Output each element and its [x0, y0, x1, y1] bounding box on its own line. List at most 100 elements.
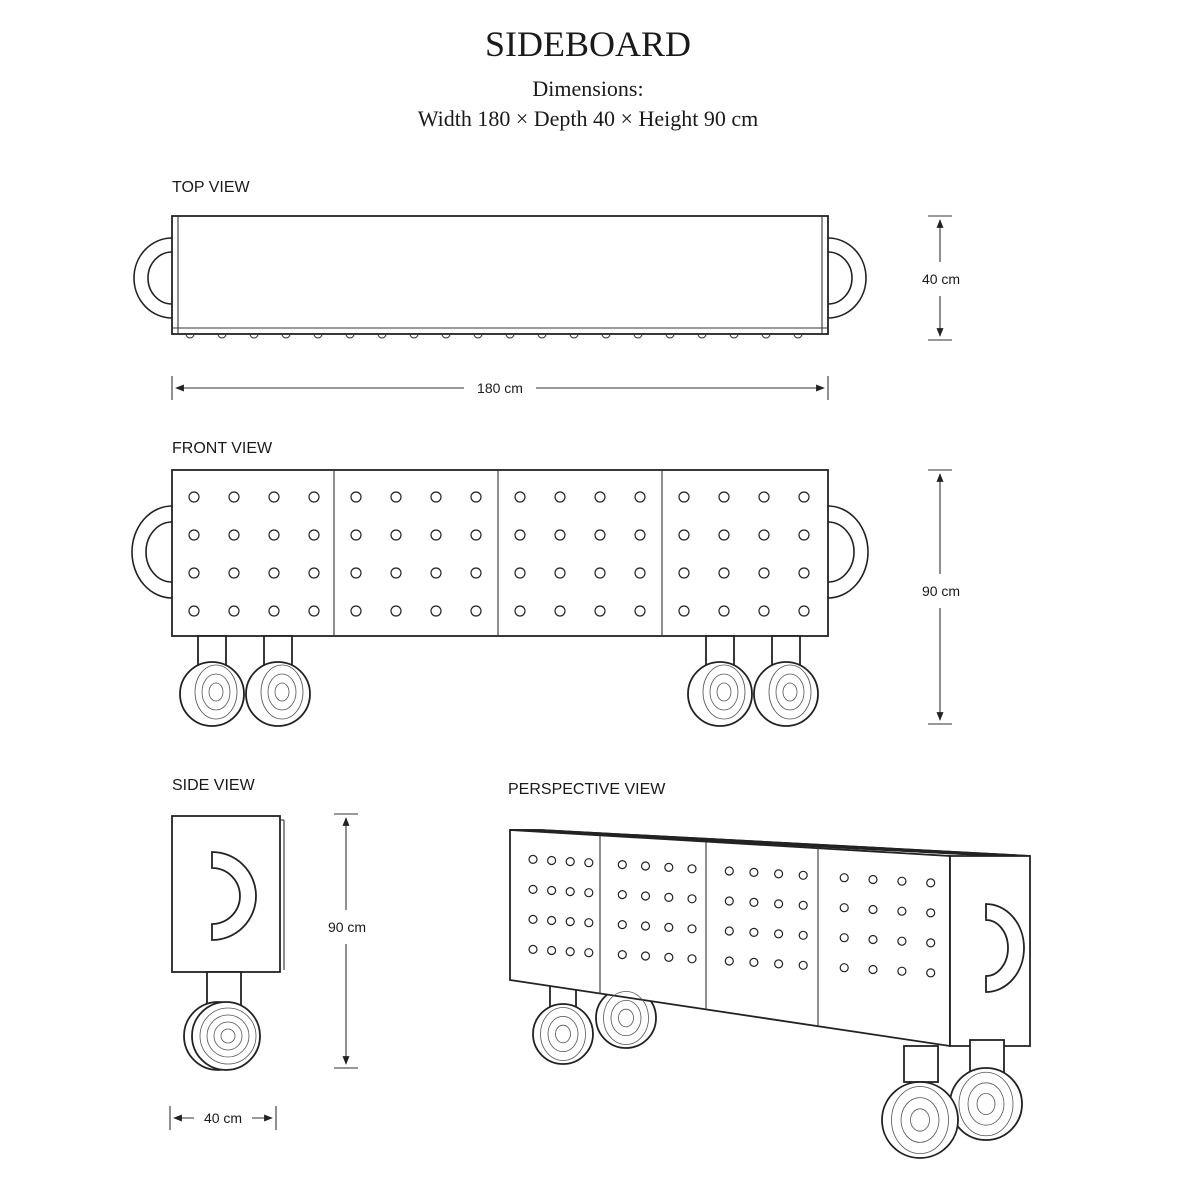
door-knob	[430, 605, 442, 617]
door-knob	[565, 946, 575, 957]
door-knob	[687, 894, 697, 904]
knob-tip	[537, 333, 547, 339]
door-knob	[350, 529, 362, 541]
knob-tip	[313, 333, 323, 339]
top-view-label: TOP VIEW	[172, 179, 251, 196]
top-depth-label: 40 cm	[922, 271, 960, 287]
door-knob	[514, 605, 526, 617]
top-width-label: 180 cm	[477, 380, 523, 396]
ball-foot	[245, 661, 311, 727]
knob-tip	[569, 333, 579, 339]
door-knob	[897, 966, 907, 976]
door-knob	[724, 956, 734, 966]
door-knob	[758, 529, 770, 541]
side-height-label: 90 cm	[328, 919, 366, 935]
wood-grain	[709, 673, 739, 711]
wood-grain	[199, 1007, 257, 1065]
wood-grain	[716, 682, 732, 702]
wood-grain	[213, 1021, 243, 1051]
door-knob	[584, 918, 594, 928]
door-knob	[897, 936, 907, 946]
door-knob	[228, 529, 240, 541]
door-knob	[678, 605, 690, 617]
door-knob	[514, 491, 526, 503]
door-knob	[546, 855, 557, 866]
door-knob	[749, 927, 759, 938]
door-knob	[554, 491, 566, 503]
door-knob	[798, 960, 808, 970]
wood-grain	[910, 1108, 930, 1132]
front-view-label: FRONT VIEW	[172, 440, 273, 457]
door-knob	[528, 944, 538, 955]
door-knob	[634, 491, 646, 503]
door-knob	[749, 867, 759, 878]
knob-tip	[441, 333, 451, 339]
wood-grain	[603, 991, 649, 1045]
door-knob	[350, 491, 362, 503]
door-knob	[798, 870, 808, 880]
wood-grain	[208, 682, 224, 702]
wood-grain	[702, 664, 746, 720]
door-knob	[798, 900, 808, 910]
wood-grain	[201, 673, 231, 711]
ball-foot	[753, 661, 819, 727]
ball-foot	[687, 661, 753, 727]
door-knob	[868, 874, 878, 885]
top-depth-dimension: 40 cm	[922, 215, 960, 341]
wood-grain	[900, 1097, 940, 1143]
door-knob	[546, 945, 557, 956]
wood-grain	[267, 673, 297, 711]
door-knob	[470, 567, 482, 579]
door-knob	[390, 529, 402, 541]
door-knob	[868, 934, 878, 945]
door-knob	[687, 924, 697, 934]
knob-tip	[697, 333, 707, 339]
wood-grain	[274, 682, 290, 702]
door-knob	[640, 921, 651, 931]
door-knob	[308, 491, 320, 503]
knob-tip	[185, 333, 195, 339]
knob-tip	[729, 333, 739, 339]
wood-grain	[555, 1024, 571, 1044]
wood-grain	[891, 1086, 949, 1154]
door-knob	[188, 491, 200, 503]
door-knob	[268, 605, 280, 617]
side-view-drawing	[171, 815, 285, 1071]
door-knob	[664, 892, 674, 903]
door-knob	[634, 529, 646, 541]
door-knob	[798, 605, 810, 617]
knob-tip	[665, 333, 675, 339]
door-knob	[470, 491, 482, 503]
wood-grain	[194, 664, 238, 720]
door-knob	[188, 605, 200, 617]
door-knob	[188, 567, 200, 579]
door-knob	[718, 529, 730, 541]
door-knob	[554, 529, 566, 541]
door-knob	[773, 869, 784, 879]
door-knob	[718, 567, 730, 579]
wood-grain	[782, 682, 798, 702]
knob-tip	[761, 333, 771, 339]
door-knob	[664, 922, 674, 933]
side-height-dimension: 90 cm	[328, 813, 366, 1069]
door-knob	[554, 605, 566, 617]
perspective-view-label: PERSPECTIVE VIEW	[508, 781, 666, 798]
door-knob	[617, 949, 627, 960]
knob-tip	[601, 333, 611, 339]
door-knob	[868, 904, 878, 915]
door-knob	[528, 854, 538, 865]
drawing-title: SIDEBOARD	[485, 24, 691, 64]
door-knob	[773, 899, 784, 909]
door-knob	[640, 891, 651, 901]
door-knob	[897, 906, 907, 916]
door-knob	[390, 567, 402, 579]
door-knob	[554, 567, 566, 579]
wood-grain	[610, 999, 642, 1037]
door-knob	[390, 605, 402, 617]
door-knob	[839, 963, 849, 973]
side-view-label: SIDE VIEW	[172, 777, 256, 794]
knob-tip	[217, 333, 227, 339]
wood-grain	[618, 1008, 634, 1028]
door-knob	[718, 491, 730, 503]
door-knob	[188, 529, 200, 541]
